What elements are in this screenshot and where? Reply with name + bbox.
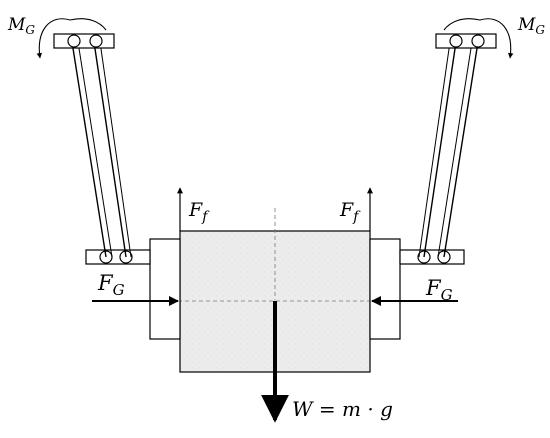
label-grip-right: FG xyxy=(425,276,453,304)
left-link-inner-inner xyxy=(99,41,132,258)
right-moment-arrow xyxy=(479,18,514,59)
left-link-outer-inner xyxy=(77,41,113,258)
right-lower-joint-bar xyxy=(399,249,465,265)
label-grip-left: FG xyxy=(97,271,125,299)
right-link-outer-inner xyxy=(437,41,473,258)
left-moment-arrow-tail xyxy=(69,18,107,31)
label-weight: W = m · g xyxy=(292,397,393,421)
right-moment-arrow-tail xyxy=(443,18,481,31)
left-lower-joint-bar xyxy=(85,249,151,265)
label-moment-left: MG xyxy=(7,15,35,37)
label-moment-right: MG xyxy=(517,15,545,37)
left-top-pivot-1 xyxy=(67,34,81,48)
right-link-inner xyxy=(423,41,457,258)
left-link-outer xyxy=(71,41,107,258)
right-top-pivot-1 xyxy=(449,34,463,48)
left-link-inner xyxy=(93,41,127,258)
left-moment-arrow xyxy=(36,18,71,59)
left-finger-pad xyxy=(149,238,181,340)
right-link-inner-inner xyxy=(418,41,451,258)
left-top-pivot-2 xyxy=(89,34,103,48)
label-friction-right: Ff xyxy=(339,199,361,225)
right-top-pivot-2 xyxy=(471,34,485,48)
right-finger-pad xyxy=(369,238,401,340)
label-friction-left: Ff xyxy=(188,199,210,225)
right-top-joint-bar xyxy=(435,33,497,49)
right-link-outer xyxy=(443,41,479,258)
left-top-joint-bar xyxy=(53,33,115,49)
